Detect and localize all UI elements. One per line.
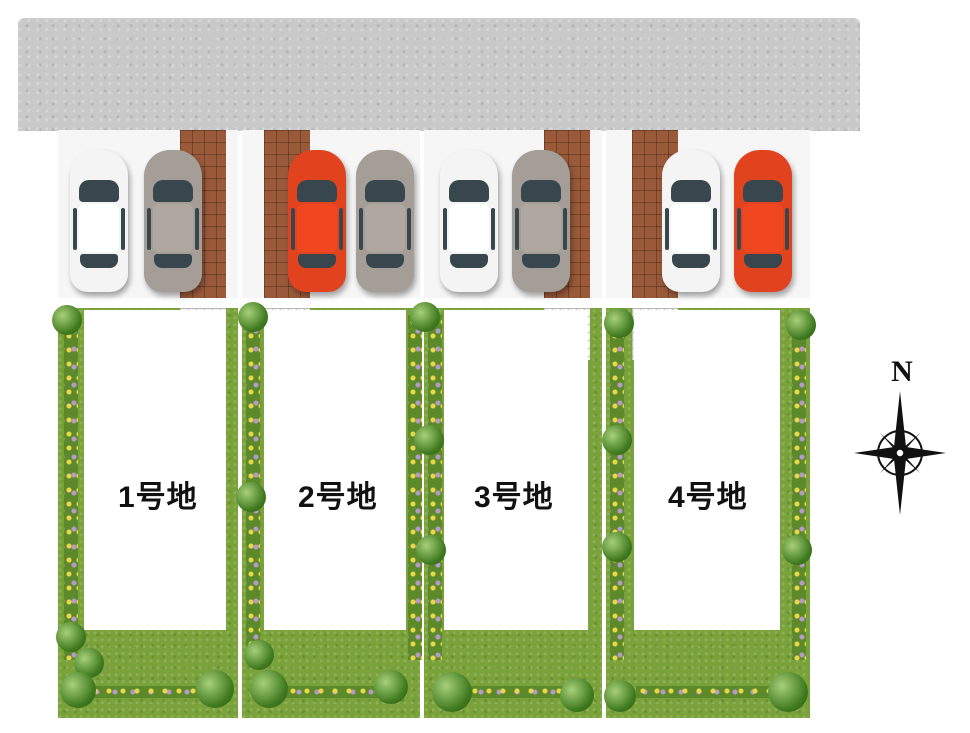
hedge: [610, 315, 624, 660]
tree-icon: [414, 425, 444, 455]
tree-icon: [604, 680, 636, 712]
tree-icon: [250, 670, 288, 708]
car-icon: [512, 150, 570, 292]
tree-icon: [410, 302, 440, 332]
tree-icon: [52, 305, 82, 335]
hedge: [792, 315, 806, 660]
car-icon: [144, 150, 202, 292]
building-area: [444, 310, 588, 630]
lot-4: 4号地: [606, 130, 810, 718]
tree-icon: [782, 535, 812, 565]
tree-icon: [602, 532, 632, 562]
tree-icon: [416, 535, 446, 565]
tree-icon: [786, 310, 816, 340]
hedge: [408, 315, 422, 660]
building-area: [84, 310, 226, 630]
hedge: [272, 686, 402, 698]
tree-icon: [196, 670, 234, 708]
tree-icon: [236, 482, 266, 512]
building-area: [264, 310, 406, 630]
car-icon: [356, 150, 414, 292]
car-icon: [662, 150, 720, 292]
lot-label: 1号地: [118, 481, 198, 514]
tree-icon: [60, 672, 96, 708]
lot-label: 3号地: [474, 481, 554, 514]
tree-icon: [56, 622, 86, 652]
hedge: [636, 686, 786, 698]
building-area: [634, 310, 780, 630]
tree-icon: [244, 640, 274, 670]
car-icon: [288, 150, 346, 292]
car-icon: [734, 150, 792, 292]
lot-label: 2号地: [298, 481, 378, 514]
tree-icon: [560, 678, 594, 712]
hedge: [454, 686, 584, 698]
hedge: [64, 315, 78, 660]
compass-icon: N: [854, 355, 946, 515]
car-icon: [70, 150, 128, 292]
tree-icon: [374, 670, 408, 704]
road: [18, 18, 860, 131]
hedge: [88, 686, 228, 698]
tree-icon: [238, 302, 268, 332]
tree-icon: [602, 425, 632, 455]
hedge: [428, 315, 442, 660]
lot-label: 4号地: [668, 481, 748, 514]
car-icon: [440, 150, 498, 292]
road-fade: [0, 0, 970, 20]
tree-icon: [432, 672, 472, 712]
tree-icon: [768, 672, 808, 712]
north-label: N: [891, 355, 913, 388]
tree-icon: [604, 308, 634, 338]
